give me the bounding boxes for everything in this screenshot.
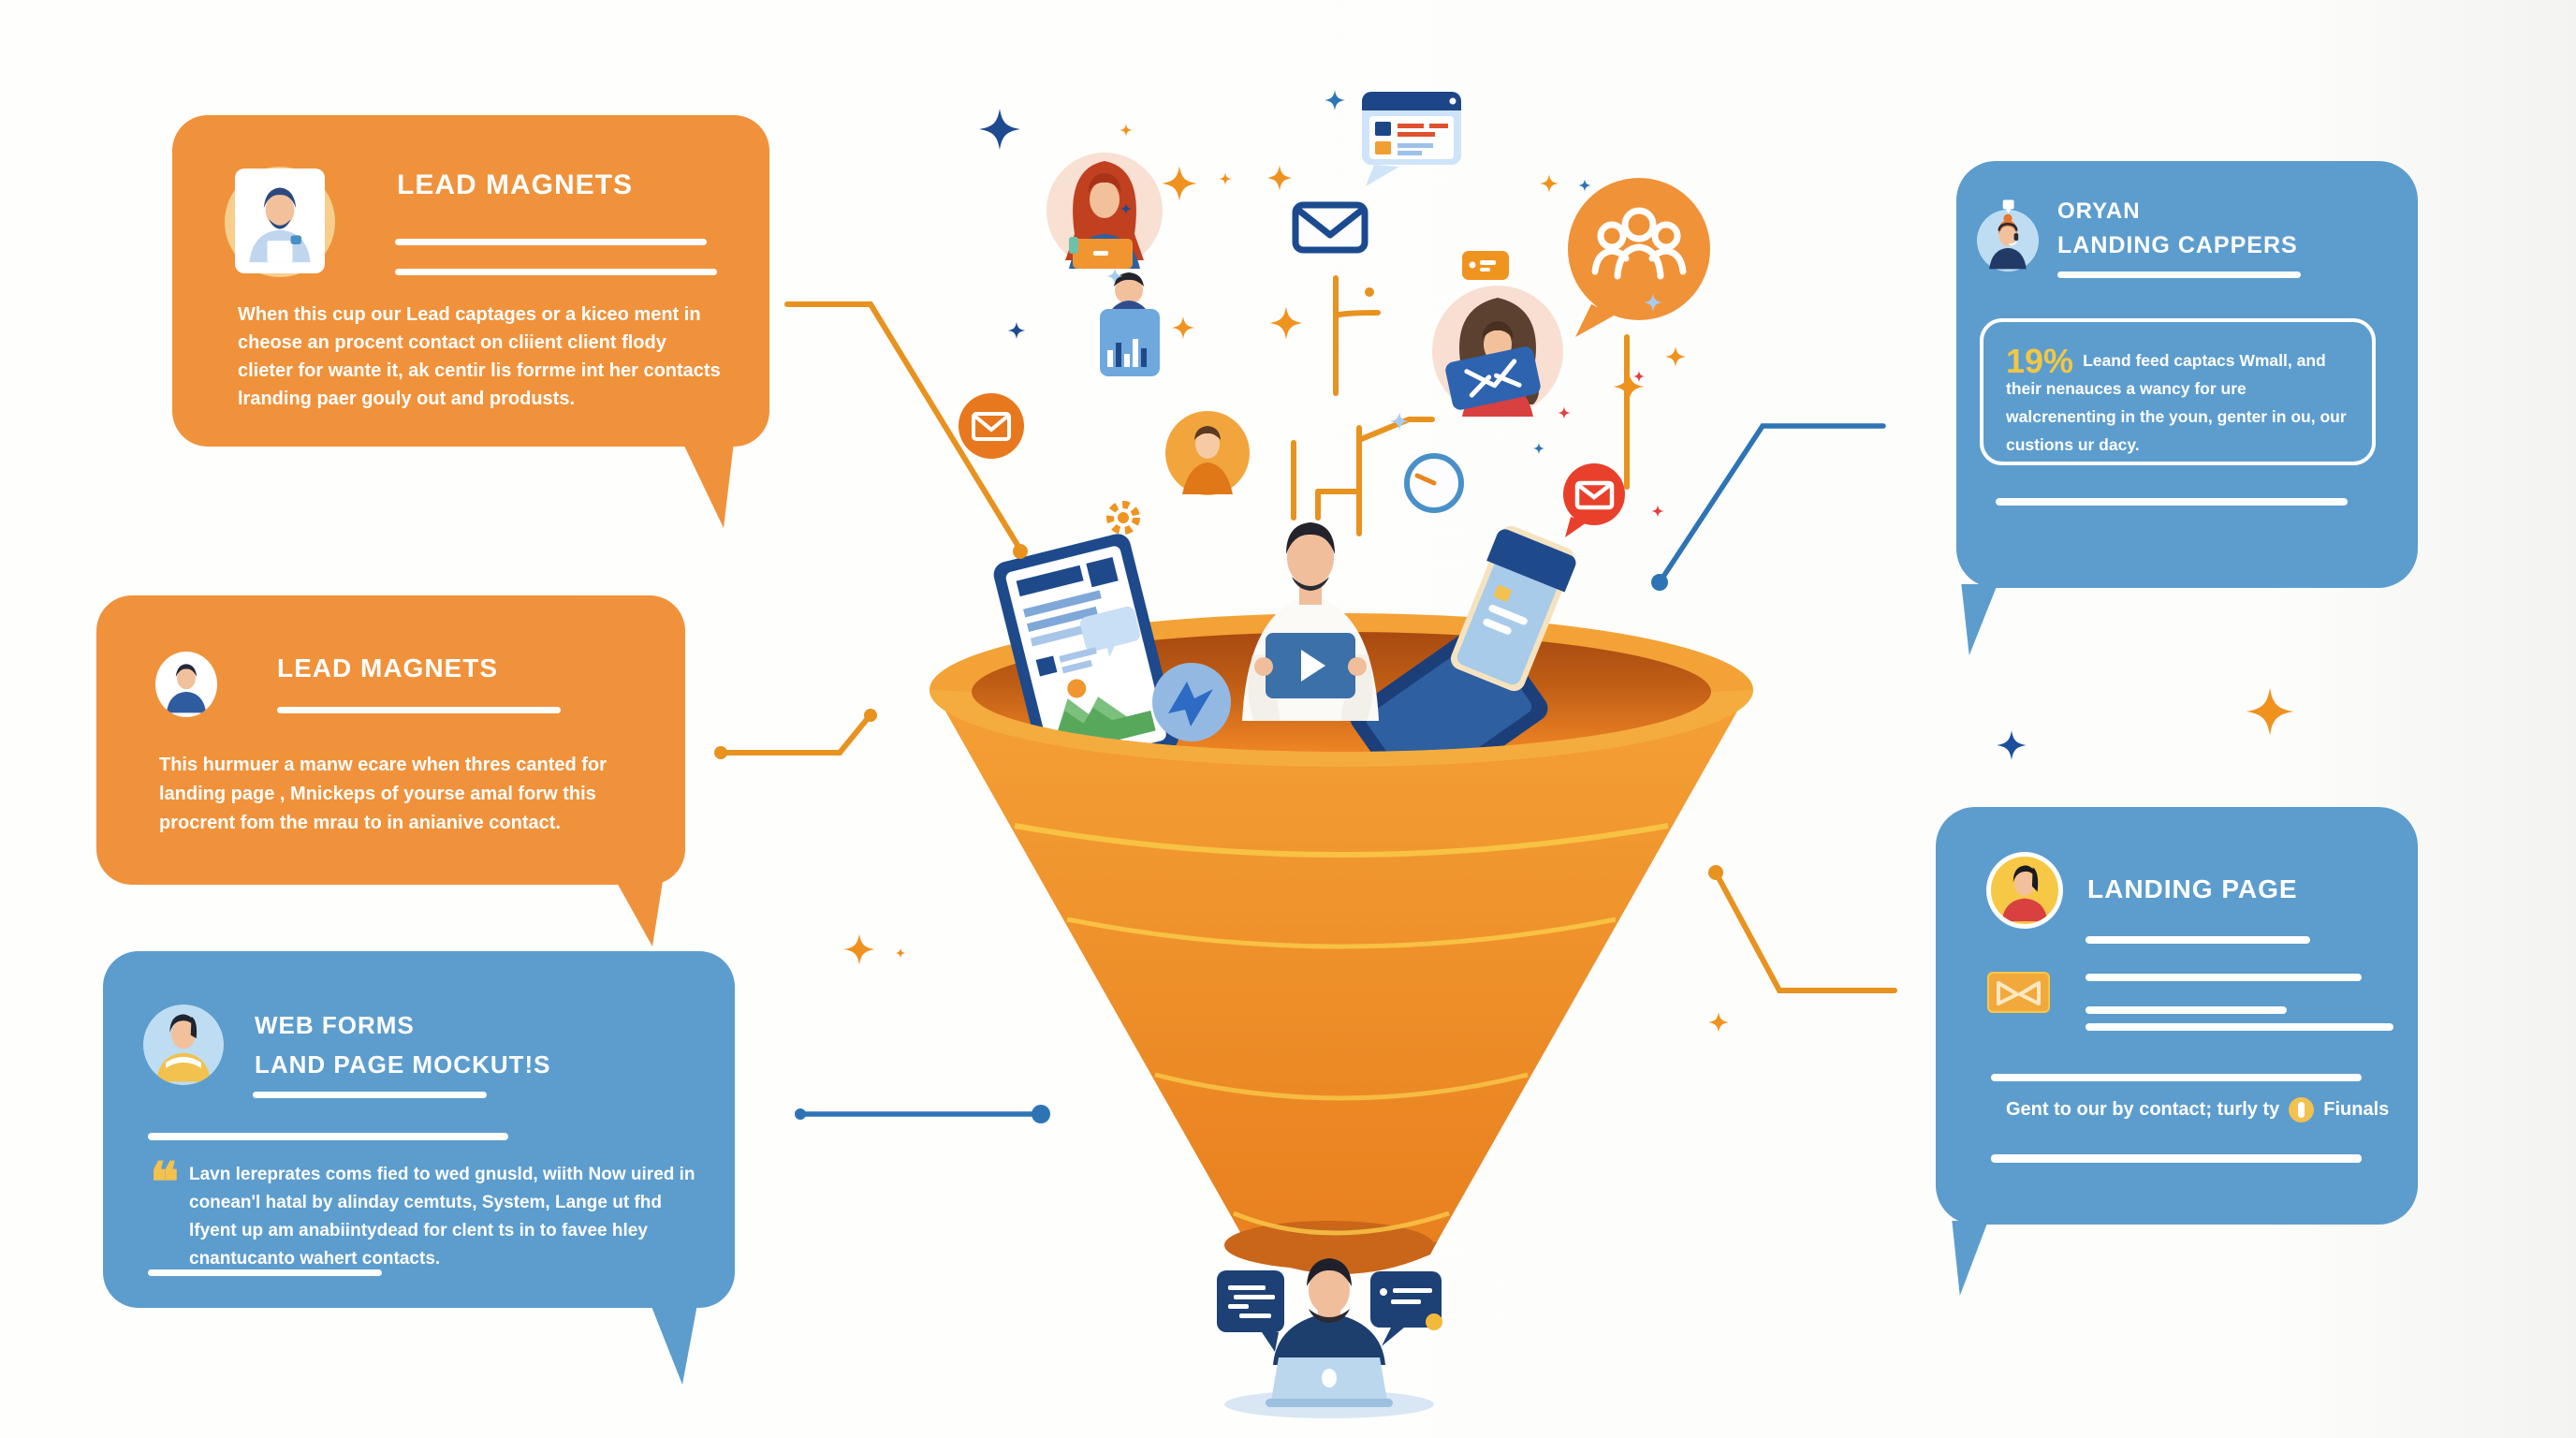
group-chat-icon [1568, 178, 1710, 337]
bubble-lead-magnets-mid: LEAD MAGNETS This hurmuer a manw ecare w… [96, 595, 685, 946]
webpage-tablet-icon [993, 534, 1178, 752]
title-underline [395, 239, 707, 245]
bubble-quote-body: Lavn lereprates coms fied to wed gnusld,… [189, 1165, 695, 1269]
funnel-front-lip [929, 690, 1753, 767]
circuit-lines [1291, 275, 1630, 536]
title-underline [277, 707, 561, 713]
avatar-woman-redhair [1046, 153, 1163, 269]
bubble-title-line1: ORYAN [2057, 198, 2141, 224]
title-underline [395, 269, 717, 275]
envelope-card-icon [1445, 346, 1541, 410]
divider [1991, 1074, 2362, 1081]
coin-icon [2289, 1097, 2315, 1123]
stat-box: 19%Leand feed captacs Wmall, and their n… [1980, 318, 2376, 465]
bubble-background [96, 595, 685, 885]
avatar [235, 169, 325, 273]
red-chat-envelope-icon [1563, 463, 1625, 537]
phone-icon [1450, 525, 1576, 692]
email-circle-icon [959, 393, 1024, 459]
divider [148, 1133, 508, 1140]
gear-icon [1106, 501, 1140, 535]
footer-row: Gent to our by contact; turly ty Fiunals [2006, 1097, 2389, 1123]
clock-icon [1404, 453, 1464, 513]
avatar-person-orange [1165, 411, 1250, 495]
envelope-outline-icon [1292, 201, 1368, 254]
avatar-man-lightblue-shirt [249, 187, 311, 263]
placeholder-line [2086, 974, 2362, 981]
avatar-man-red-shirt [2001, 865, 2048, 922]
avatar [155, 652, 217, 717]
stat-text: Leand feed captacs Wmall, and their nena… [2006, 351, 2347, 454]
bubble-title: LANDING PAGE [2087, 874, 2298, 903]
footer-label: Fiunals [2323, 1099, 2390, 1120]
title-underline [253, 1092, 487, 1098]
bubble-lead-magnets-top: LEAD MAGNETS When this cup our Lead capt… [172, 115, 769, 528]
quote-icon: ❝ [150, 1152, 180, 1213]
bubble-background [103, 951, 735, 1308]
bubble-landing-cappers: ORYAN LANDING CAPPERS 19%Leand feed capt… [1956, 161, 2418, 655]
placeholder-line [2086, 1023, 2393, 1031]
title-underline [2057, 271, 2301, 278]
avatar [1986, 852, 2063, 929]
footer-underline [1996, 498, 2348, 506]
bubble-title-line2: LANDING CAPPERS [2057, 232, 2298, 258]
avatar-man-barchart [1100, 272, 1160, 376]
avatar-man-navy-shirt [166, 664, 207, 713]
bubble-landing-page: LANDING PAGE Gent to our by contact; tur… [1936, 807, 2418, 1296]
stat-value: 19% [2006, 342, 2074, 380]
avatar [143, 1005, 224, 1085]
divider [1991, 1154, 2362, 1163]
stat-body: 19%Leand feed captacs Wmall, and their n… [1983, 322, 2372, 459]
messenger-blob-icon [1152, 663, 1231, 741]
bubble-body: This hurmuer a manw ecare when thres can… [159, 755, 607, 833]
avatar-woman-headset [1989, 199, 2027, 270]
chat-bubble-right-icon [1370, 1271, 1442, 1346]
placeholder-line [2086, 936, 2310, 944]
bubble-body: When this cup our Lead captages or a kic… [238, 304, 721, 409]
avatar [1977, 199, 2039, 271]
chat-bubble-left-icon [1217, 1270, 1284, 1352]
envelope-badge-icon [1987, 972, 2050, 1013]
avatar-man-yellow-sweater [155, 1014, 212, 1082]
bottom-person-scene [1217, 1258, 1442, 1418]
footer-underline [148, 1269, 382, 1276]
connector-lines [714, 301, 1897, 1123]
orange-chat-icon [1462, 251, 1509, 280]
placeholder-line [2086, 1006, 2287, 1014]
browser-card-icon [1362, 92, 1461, 186]
person-in-funnel [1242, 522, 1379, 721]
footer-text: Gent to our by contact; turly ty [2006, 1099, 2280, 1120]
bubble-title-line2: LAND PAGE MOCKUT!S [255, 1050, 551, 1078]
bubble-title: LEAD MAGNETS [397, 169, 633, 200]
bubble-title: LEAD MAGNETS [277, 653, 498, 682]
bubble-title-line1: WEB FORMS [255, 1011, 415, 1039]
bubble-web-forms: WEB FORMS LAND PAGE MOCKUT!S ❝ Lavn lere… [103, 951, 735, 1385]
